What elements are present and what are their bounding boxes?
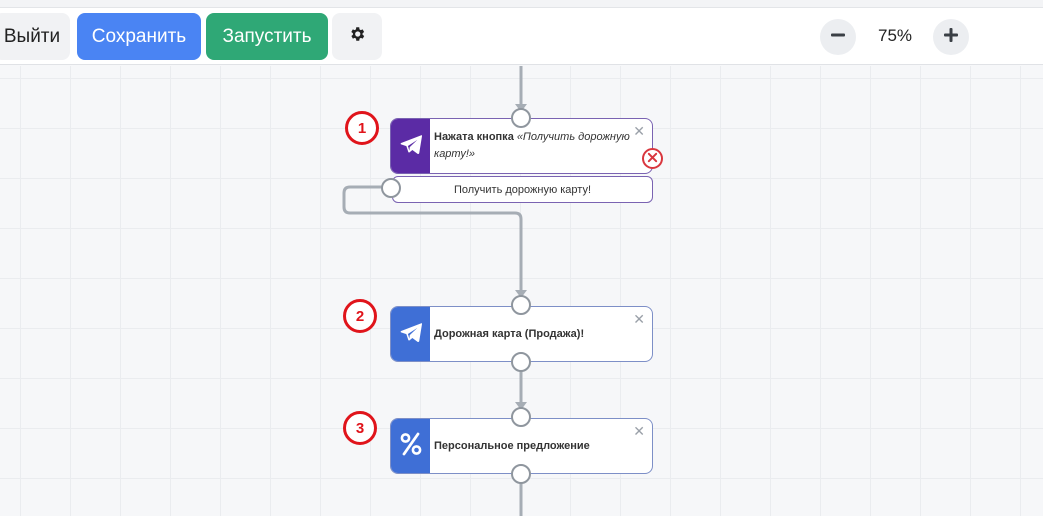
- node1-title: Нажата кнопка: [434, 131, 514, 143]
- delete-link-button[interactable]: [642, 148, 663, 169]
- node2-text: Дорожная карта (Продажа)!: [434, 307, 632, 361]
- gear-icon: [348, 25, 366, 49]
- node1-icon-box: [391, 119, 430, 173]
- node2-title: Дорожная карта (Продажа)!: [434, 327, 585, 340]
- node1-text: Нажата кнопка«Получить дорожную карту!»: [434, 119, 632, 173]
- node1-output-port[interactable]: [381, 178, 401, 198]
- zoom-out-button[interactable]: [820, 19, 856, 55]
- close-icon[interactable]: ✕: [633, 311, 645, 327]
- node1-button-option[interactable]: Получить дорожную карту!: [392, 176, 653, 203]
- node3-text: Персональное предложение: [434, 419, 632, 473]
- close-circle-icon: [647, 150, 658, 168]
- toolbar: Выйти Сохранить Запустить 75%: [0, 8, 1043, 65]
- node3-output-port[interactable]: [511, 464, 531, 484]
- save-button[interactable]: Сохранить: [77, 13, 201, 60]
- step-badge-2: 2: [343, 299, 377, 333]
- telegram-icon: [400, 322, 422, 347]
- node2-output-port[interactable]: [511, 352, 531, 372]
- plus-icon: [943, 27, 959, 48]
- telegram-icon: [400, 134, 422, 159]
- node3-input-port[interactable]: [511, 407, 531, 427]
- node1-subtitle: «Получить дорожную карту!»: [434, 131, 630, 160]
- step-badge-3: 3: [343, 411, 377, 445]
- percent-icon: [400, 432, 422, 461]
- close-icon[interactable]: ✕: [633, 423, 645, 439]
- settings-button[interactable]: [332, 13, 382, 60]
- node1-input-port[interactable]: [511, 108, 531, 128]
- node3-icon-box: [391, 419, 430, 473]
- minus-icon: [830, 27, 846, 48]
- zoom-level: 75%: [877, 26, 913, 45]
- top-strip: [0, 0, 1043, 8]
- step-badge-1: 1: [345, 111, 379, 145]
- run-button[interactable]: Запустить: [206, 13, 328, 60]
- zoom-in-button[interactable]: [933, 19, 969, 55]
- exit-button[interactable]: Выйти: [0, 13, 70, 60]
- node2-input-port[interactable]: [511, 295, 531, 315]
- node2-icon-box: [391, 307, 430, 361]
- close-icon[interactable]: ✕: [633, 123, 645, 139]
- node3-title: Персональное предложение: [434, 439, 590, 452]
